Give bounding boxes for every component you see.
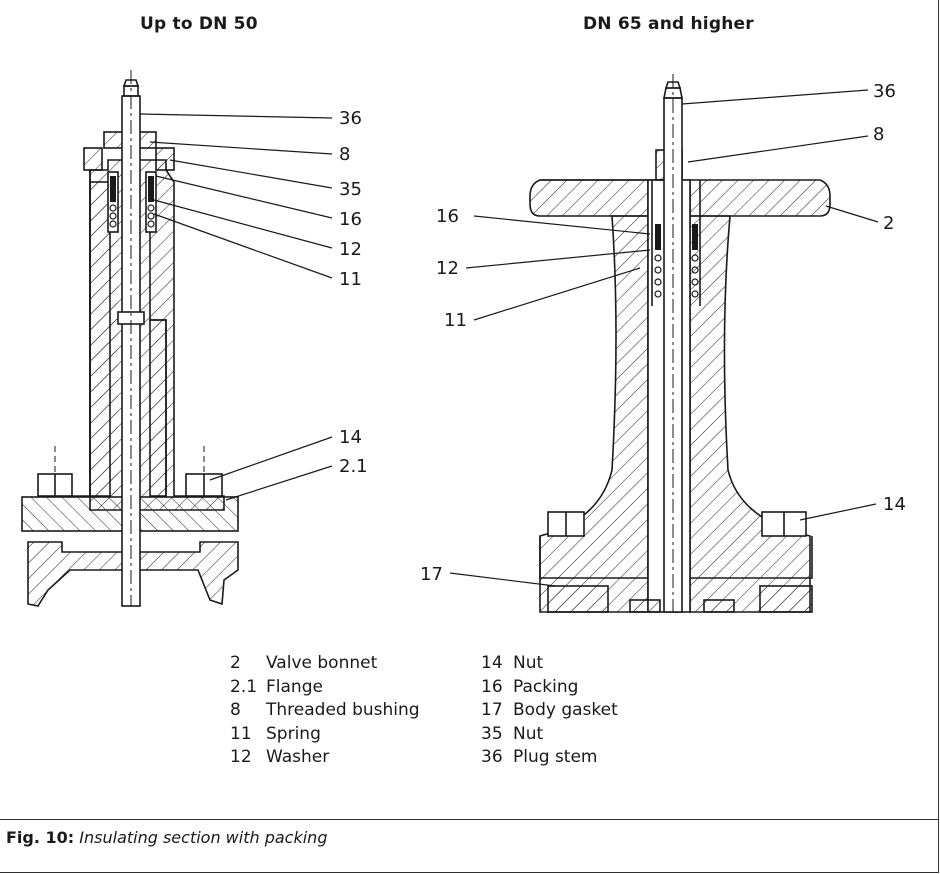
- right-callouts: 36 8 2 16 12 11 14 17: [420, 81, 906, 585]
- right-leader-lines: [449, 89, 879, 587]
- callout-left-35: 35: [339, 179, 362, 200]
- right-assembly: [529, 74, 831, 613]
- left-callouts: 36 8 35 16 12 11 14 2.1: [339, 108, 368, 477]
- callout-left-11: 11: [339, 269, 362, 290]
- callout-right-11: 11: [444, 310, 467, 331]
- callout-left-14: 14: [339, 427, 362, 448]
- left-heading: Up to DN 50: [140, 14, 258, 34]
- callout-right-17: 17: [420, 564, 443, 585]
- caption-label: Fig. 10:: [6, 828, 75, 847]
- technical-drawing: 36 8 35 16 12 11 14 2.1 36 8 2 16 12 11 …: [21, 70, 906, 613]
- callout-left-12: 12: [339, 239, 362, 260]
- figure-caption: Fig. 10: Insulating section with packing: [6, 828, 327, 847]
- callout-right-2: 2: [883, 213, 894, 234]
- callout-right-14: 14: [883, 494, 906, 515]
- left-leader-lines: [139, 113, 333, 501]
- callout-right-36: 36: [873, 81, 896, 102]
- callout-right-8: 8: [873, 124, 884, 145]
- callout-right-12: 12: [436, 258, 459, 279]
- callout-right-16: 16: [436, 206, 459, 227]
- caption-text: Insulating section with packing: [79, 828, 328, 847]
- left-assembly: [21, 70, 239, 607]
- right-heading: DN 65 and higher: [583, 14, 754, 34]
- callout-left-8: 8: [339, 144, 350, 165]
- callout-left-36: 36: [339, 108, 362, 129]
- callout-left-16: 16: [339, 209, 362, 230]
- callout-left-2-1: 2.1: [339, 456, 368, 477]
- caption-divider: [0, 819, 939, 820]
